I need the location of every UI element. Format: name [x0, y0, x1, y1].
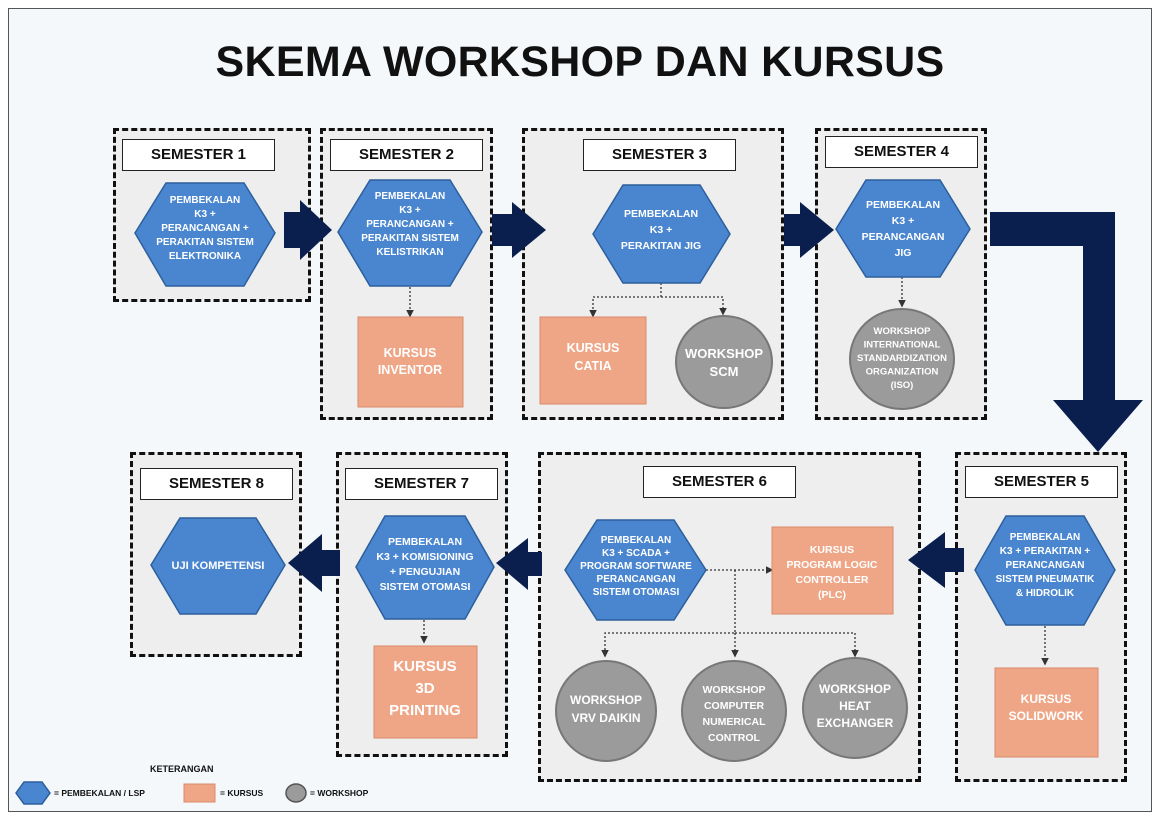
svg-text:UJI KOMPETENSI: UJI KOMPETENSI	[172, 560, 265, 572]
arrow-s2-to-s3	[492, 202, 546, 258]
dotted-connectors	[406, 277, 1049, 666]
connector-s3-scm	[661, 296, 727, 316]
connector-s3-catia	[589, 283, 662, 318]
legend-hexagon-icon	[15, 781, 51, 805]
page-title: SKEMA WORKSHOP DAN KURSUS	[215, 38, 945, 86]
arrow-s1-to-s2	[284, 200, 332, 260]
legend-pembekalan-label: = PEMBEKALAN / LSP	[54, 788, 145, 798]
semester-7-label: SEMESTER 7	[345, 468, 498, 500]
hex-s8: UJI KOMPETENSI	[150, 517, 286, 615]
semester-6-label: SEMESTER 6	[643, 466, 796, 498]
semester-1-label: SEMESTER 1	[122, 139, 275, 171]
arrow-s7-to-s8	[288, 534, 340, 592]
arrow-s5-to-s6	[908, 532, 964, 588]
connector-s6-vrv	[601, 570, 736, 658]
legend-workshop-icon	[285, 783, 307, 803]
legend-title: KETERANGAN	[150, 764, 214, 774]
semester-2-label: SEMESTER 2	[330, 139, 483, 171]
semester-8-label: SEMESTER 8	[140, 468, 293, 500]
flow-arrows	[284, 200, 1143, 592]
arrow-s4-to-s5	[990, 212, 1143, 452]
semester-4-label: SEMESTER 4	[825, 136, 978, 168]
legend-kursus-label: = KURSUS	[220, 788, 264, 798]
arrow-s6-to-s7	[496, 538, 542, 590]
connector-s6-heat	[735, 632, 859, 658]
legend-kursus-icon	[183, 783, 216, 803]
semester-5-label: SEMESTER 5	[965, 466, 1118, 498]
arrow-s3-to-s4	[784, 202, 834, 258]
legend-workshop-label: = WORKSHOP	[310, 788, 369, 798]
semester-3-label: SEMESTER 3	[583, 139, 736, 171]
legend-symbols	[15, 781, 307, 805]
